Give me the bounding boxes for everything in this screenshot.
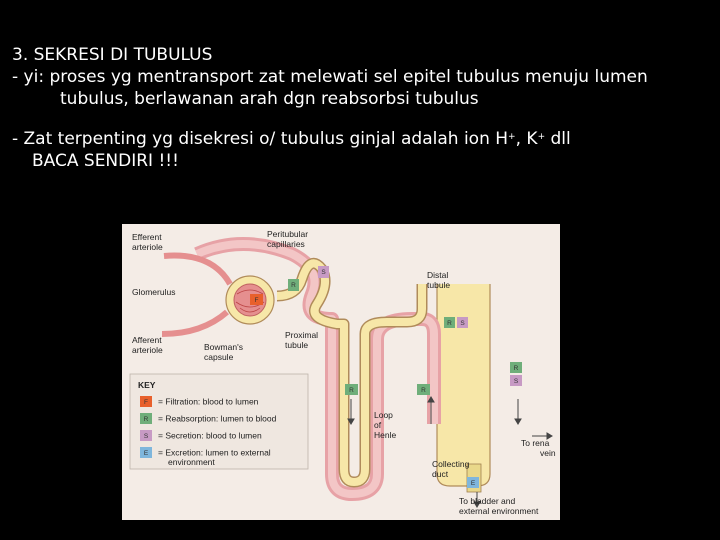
label-distal: Distal	[427, 270, 448, 280]
afferent-arteriole	[162, 312, 227, 334]
secretion-point-line-2: BACA SENDIRI !!!	[12, 150, 712, 172]
label-efferent-2: arteriole	[132, 242, 163, 252]
label-rena-vein-2: vein	[540, 448, 556, 458]
secretion-box-distal-letter: S	[460, 320, 465, 327]
efferent-arteriole	[164, 256, 230, 284]
key-text-e-2: environment	[168, 457, 215, 467]
reabsorption-box-loop-letter: R	[349, 387, 354, 394]
definition-line-1: - yi: proses yg mentransport zat melewat…	[12, 66, 712, 88]
label-proximal-2: tubule	[285, 340, 308, 350]
key-text-e: = Excretion: lumen to external	[158, 448, 271, 458]
label-loop-3: Henle	[374, 430, 396, 440]
label-bladder-2: external environment	[459, 506, 539, 516]
key-text-f: = Filtration: blood to lumen	[158, 397, 259, 407]
label-collecting-2: duct	[432, 469, 449, 479]
excretion-box-letter: E	[471, 480, 476, 487]
label-afferent: Afferent	[132, 335, 162, 345]
reabsorption-box-proximal-letter: R	[291, 282, 296, 289]
key-letter-s: S	[144, 433, 149, 440]
filtration-box-letter: F	[255, 297, 259, 304]
key-title: KEY	[138, 380, 156, 390]
reabsorption-box-ascending-letter: R	[421, 387, 426, 394]
key-letter-r: R	[144, 416, 149, 423]
key-letter-f: F	[144, 399, 148, 406]
label-proximal: Proximal	[285, 330, 318, 340]
collecting-duct	[437, 284, 490, 486]
label-peritubular: Peritubular	[267, 229, 308, 239]
key-text-r: = Reabsorption: lumen to blood	[158, 414, 277, 424]
secretion-point-line-1: - Zat terpenting yg disekresi o/ tubulus…	[12, 128, 712, 150]
key-text-s: = Secretion: blood to lumen	[158, 431, 262, 441]
reabsorption-box-distal-letter: R	[447, 320, 452, 327]
k-ion-superscript: +	[538, 132, 546, 142]
label-bladder: To bladder and	[459, 496, 516, 506]
key-letter-e: E	[144, 450, 149, 457]
point-text-mid: , K	[516, 129, 538, 149]
slide-heading: 3. SEKRESI DI TUBULUS	[12, 44, 712, 66]
h-ion-superscript: +	[508, 132, 516, 142]
label-afferent-2: arteriole	[132, 345, 163, 355]
label-rena-vein: To rena	[521, 438, 550, 448]
point-text-post: dll	[545, 129, 571, 149]
reabsorption-box-duct-letter: R	[514, 365, 519, 372]
label-peritubular-2: capillaries	[267, 239, 305, 249]
nephron-diagram: F S R R R R S R S E KEY F = Filtration: b…	[122, 224, 560, 520]
nephron-svg: F S R R R R S R S E KEY F = Filtration: b…	[122, 224, 560, 520]
definition-line-2: tubulus, berlawanan arah dgn reabsorbsi …	[12, 88, 712, 110]
point-text-pre: - Zat terpenting yg disekresi o/ tubulus…	[12, 129, 508, 149]
secretion-box-proximal-letter: S	[321, 269, 326, 276]
label-bowman-2: capsule	[204, 352, 234, 362]
label-loop: Loop	[374, 410, 393, 420]
secretion-box-duct-letter: S	[514, 378, 519, 385]
slide-text: 3. SEKRESI DI TUBULUS - yi: proses yg me…	[12, 44, 712, 172]
label-collecting: Collecting	[432, 459, 470, 469]
label-bowman: Bowman's	[204, 342, 243, 352]
label-loop-2: of	[374, 420, 382, 430]
label-glomerulus: Glomerulus	[132, 287, 175, 297]
label-distal-2: tubule	[427, 280, 450, 290]
label-efferent: Efferent	[132, 232, 162, 242]
